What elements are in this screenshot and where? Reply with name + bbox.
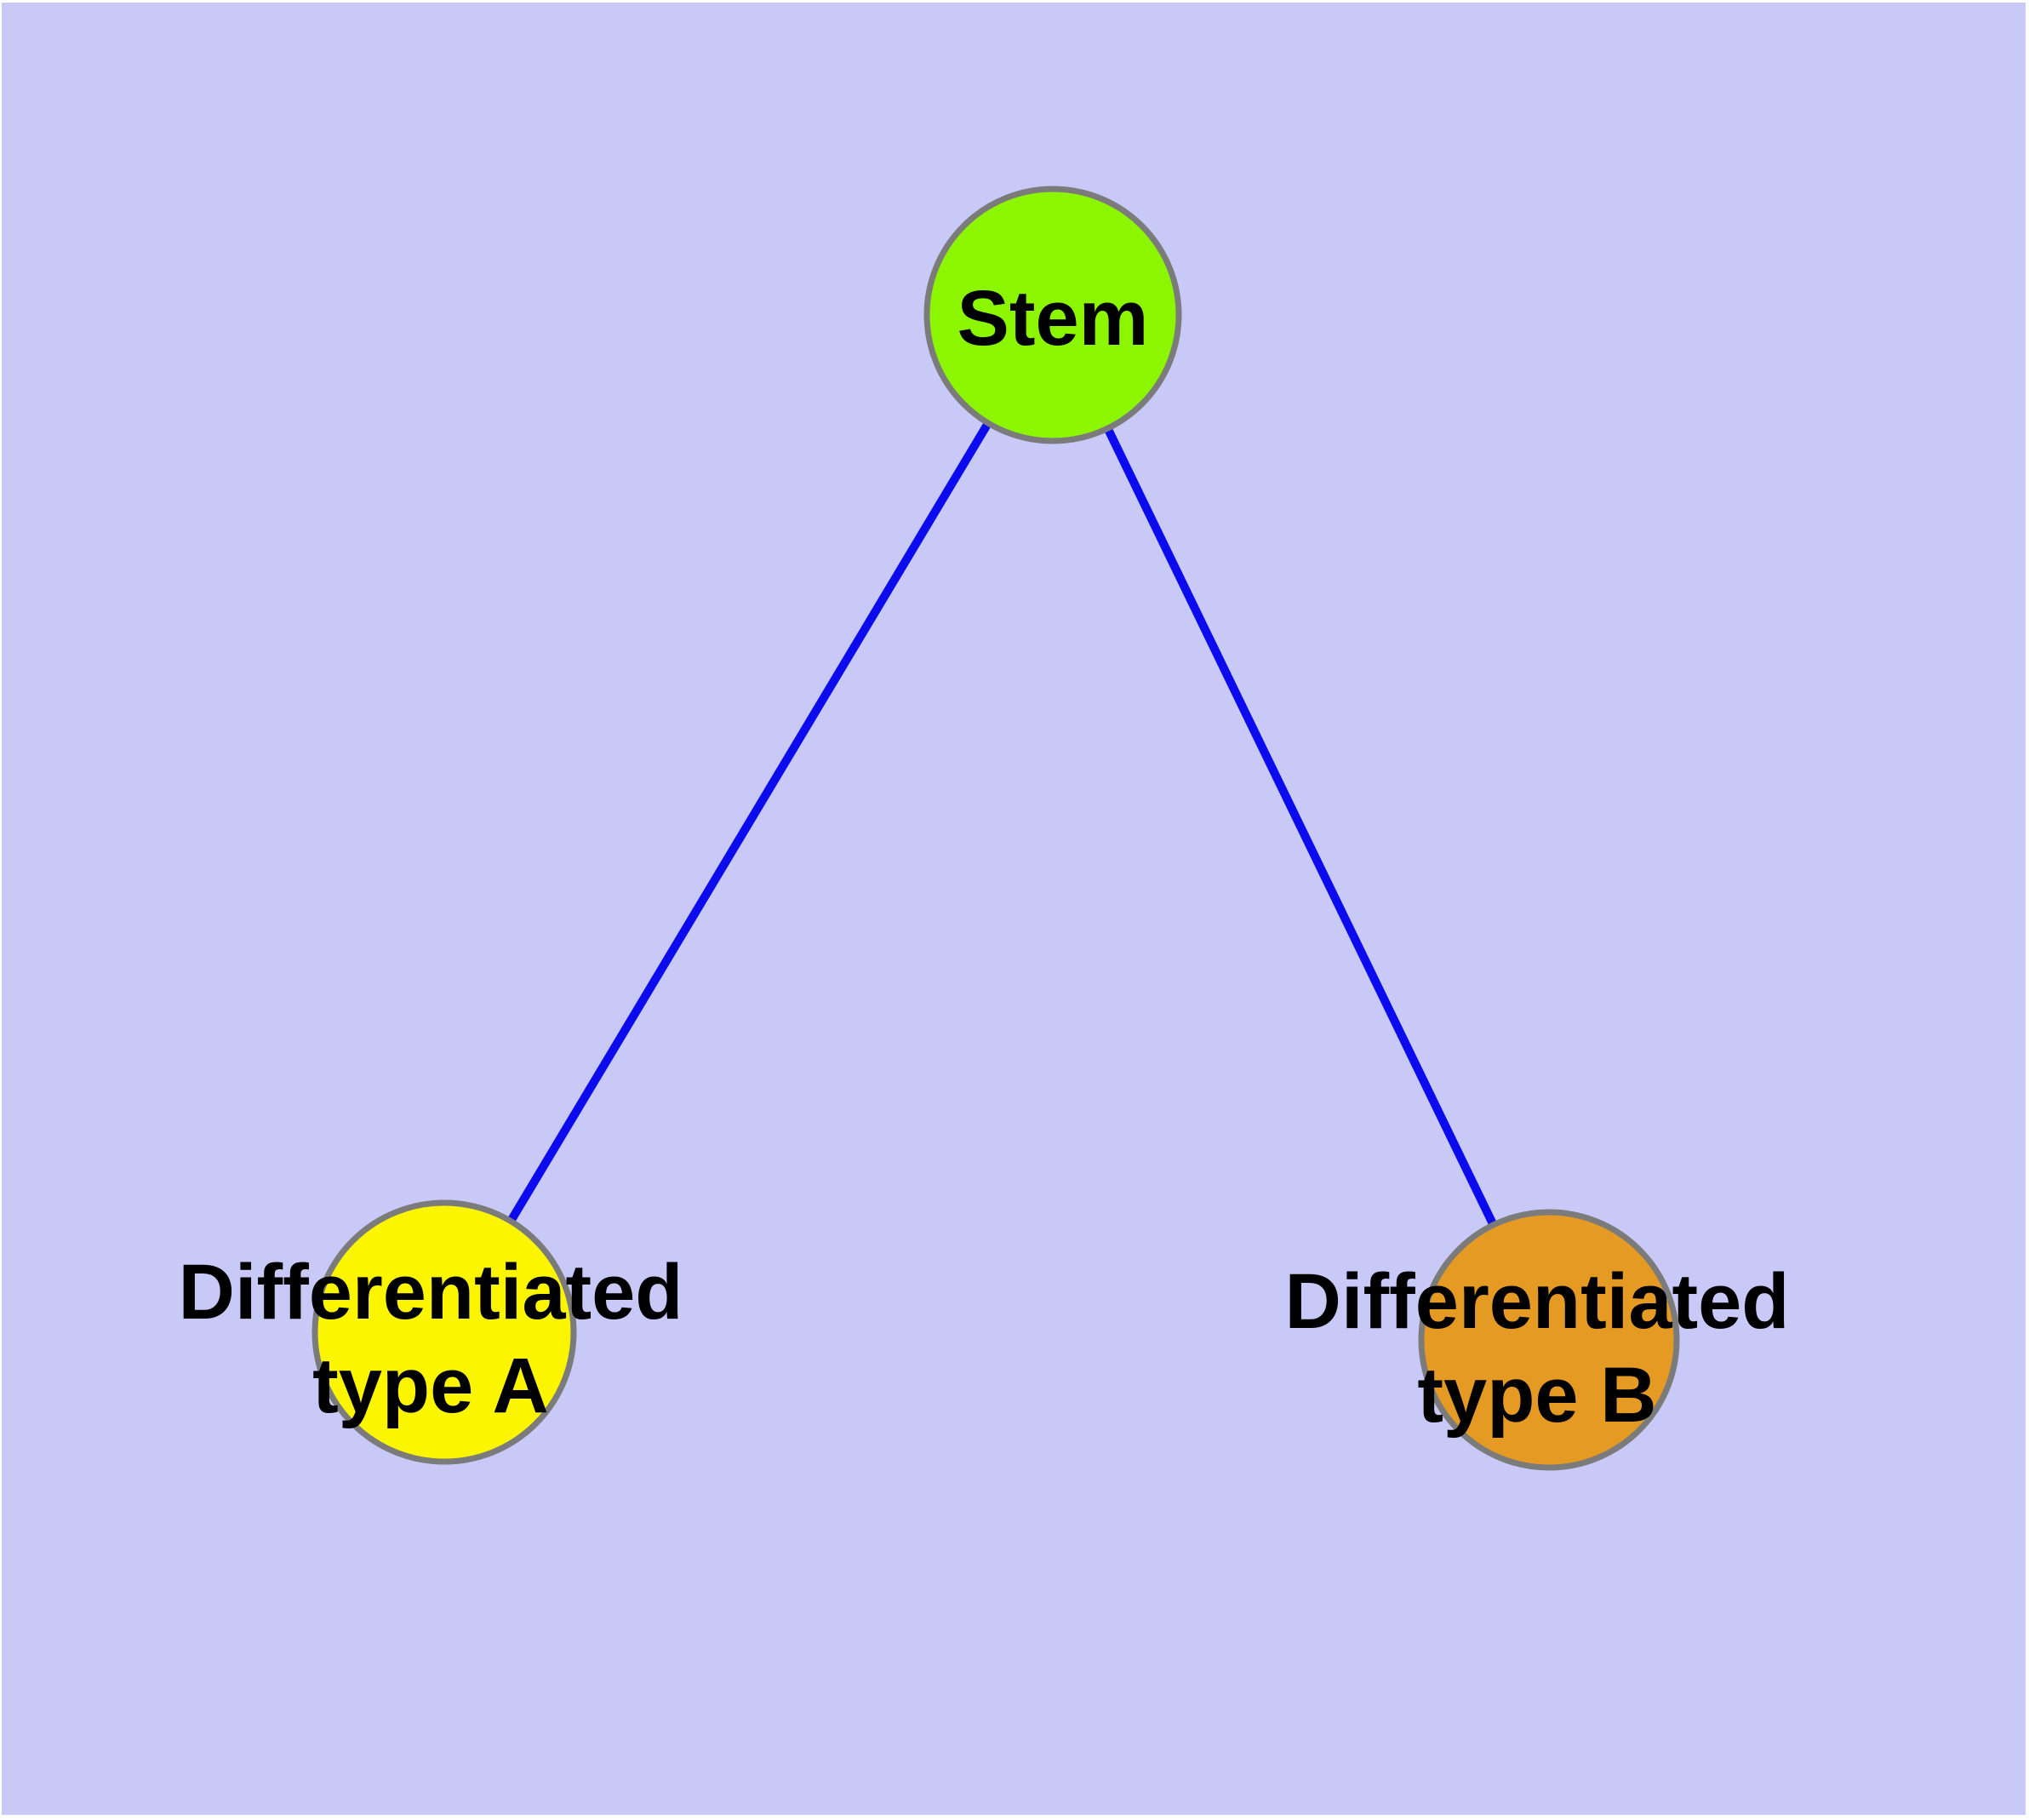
node-label-diff-a-line2: type A [312,1342,549,1429]
node-stem [923,186,1182,444]
edge-stem-diff-a [440,312,1057,1335]
node-label-diff-b-line1: Differentiated [1285,1258,1790,1345]
node-diff-b [1418,1209,1680,1471]
edge-stem-diff-b [1049,312,1553,1342]
node-label-diff-b-line2: type B [1417,1352,1656,1439]
nodes-layer [311,186,1680,1471]
node-label-stem-line1: Stem [957,275,1149,362]
node-label-diff-a-line1: Differentiated [179,1249,683,1336]
node-diff-a [311,1199,577,1465]
edges-layer [440,312,1553,1342]
